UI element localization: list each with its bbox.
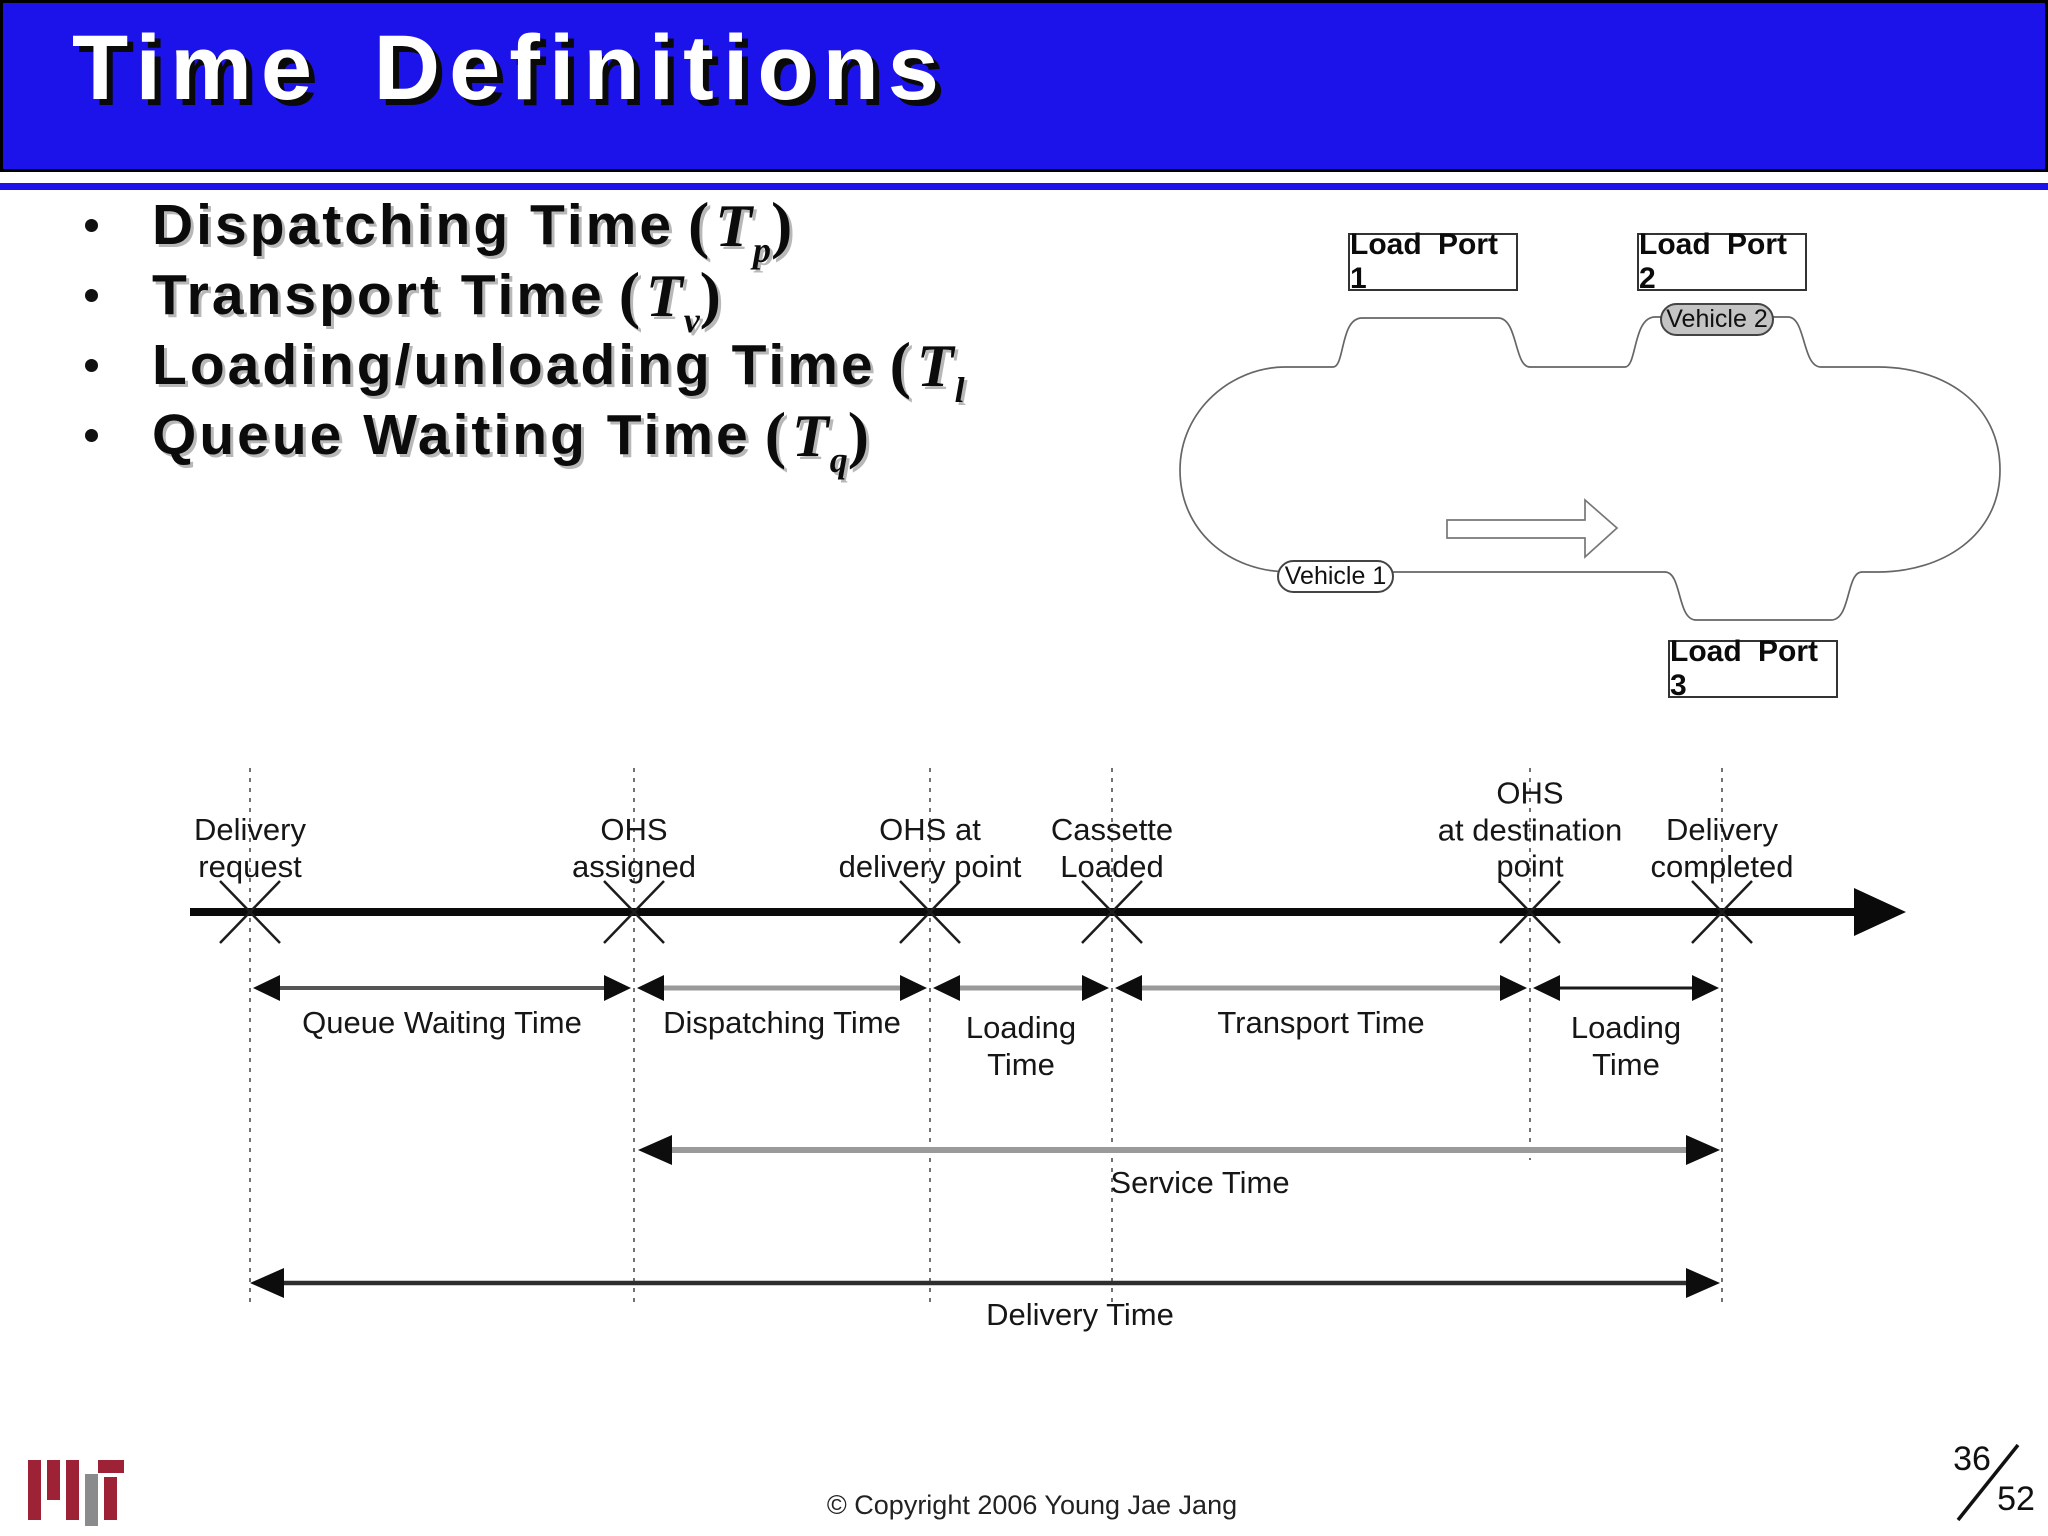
event-label-ohs-at-delivery-point: OHS at delivery point <box>838 811 1022 884</box>
mit-logo <box>28 1460 128 1530</box>
formula-tl: (Tl <box>889 328 965 410</box>
symbol-T: T <box>715 193 753 259</box>
bullet-item-loading-unloading-time: Loading/unloading Time (Tl <box>85 328 965 410</box>
paren-open: ( <box>889 329 911 400</box>
bullet-label: Queue Waiting Time <box>152 403 751 467</box>
bullet-item-queue-waiting-time: Queue Waiting Time (Tq) <box>85 398 965 480</box>
event-label-ohs-at-destination-point: OHS at destination point <box>1437 775 1623 884</box>
symbol-T: T <box>916 333 954 399</box>
vehicle-1-pill: Vehicle 1 <box>1277 560 1394 593</box>
timeline-diagram <box>190 768 1906 1305</box>
page-number-slash <box>1956 1443 2020 1522</box>
paren-open: ( <box>688 189 710 260</box>
load-port-3-box: Load Port 3 <box>1668 635 1838 702</box>
bullet-item-dispatching-time: Dispatching Time (Tp) <box>85 188 965 270</box>
event-label-delivery-request: Delivery request <box>194 811 306 884</box>
interval-label-dispatching-time: Dispatching Time <box>663 1005 901 1040</box>
vehicle-2-pill: Vehicle 2 <box>1660 303 1774 336</box>
formula-tv: (Tv) <box>618 258 721 340</box>
event-label-delivery-completed: Delivery completed <box>1650 811 1794 884</box>
symbol-T: T <box>646 263 683 329</box>
paren-open: ( <box>618 259 641 330</box>
event-label-ohs-assigned: OHS assigned <box>571 811 697 884</box>
page-title: Time Definitions <box>72 17 948 119</box>
subscript: l <box>954 370 965 410</box>
title-bar <box>0 0 2048 172</box>
bullet-icon <box>85 288 98 302</box>
interval-arrows <box>253 975 1719 1001</box>
bullet-icon <box>85 428 98 442</box>
ohs-track-outline <box>1179 316 2001 621</box>
title-underline <box>0 183 2048 190</box>
mit-logo-bar <box>104 1477 117 1520</box>
subscript: v <box>683 300 700 340</box>
flow-direction-arrow-icon <box>1446 498 1619 559</box>
mit-logo-bar <box>85 1474 98 1526</box>
formula-tp: (Tp) <box>688 188 793 270</box>
interval-label-queue-waiting-time: Queue Waiting Time <box>302 1005 582 1040</box>
load-port-1-box: Load Port 1 <box>1348 228 1518 295</box>
span-label-service-time: Service Time <box>1110 1165 1290 1200</box>
bullet-icon <box>85 218 98 232</box>
bullet-icon <box>85 358 98 372</box>
bullet-list: Dispatching Time (Tp) Transport Time (Tv… <box>85 188 965 480</box>
symbol-T: T <box>792 403 829 469</box>
formula-tq: (Tq) <box>764 398 870 480</box>
mit-logo-bar <box>28 1460 41 1520</box>
bullet-label: Transport Time <box>152 263 605 327</box>
event-x-marks <box>219 880 1753 944</box>
time-axis-arrowhead-icon <box>1854 888 1906 936</box>
interval-label-transport-time: Transport Time <box>1217 1005 1425 1040</box>
subscript: q <box>829 440 848 480</box>
paren-close: ) <box>847 399 870 470</box>
service-time-arrow <box>638 1135 1720 1165</box>
load-port-2-box: Load Port 2 <box>1637 228 1807 295</box>
paren-open: ( <box>764 399 787 470</box>
event-label-cassette-loaded: Cassette Loaded <box>1050 811 1174 884</box>
page-number-total: 52 <box>1997 1480 2035 1518</box>
page-number-current: 36 <box>1953 1440 1991 1478</box>
bullet-label: Dispatching Time <box>152 193 675 257</box>
paren-close: ) <box>771 189 793 260</box>
mit-logo-bar <box>66 1460 79 1520</box>
interval-label-loading-time-2: Loading Time <box>1570 1010 1682 1082</box>
span-label-delivery-time: Delivery Time <box>986 1297 1174 1332</box>
bullet-label: Loading/unloading Time <box>152 333 876 397</box>
delivery-time-arrow <box>250 1268 1720 1298</box>
ohs-track-diagram <box>1179 316 2001 621</box>
mit-logo-bar <box>98 1460 124 1473</box>
bullet-item-transport-time: Transport Time (Tv) <box>85 258 965 340</box>
mit-logo-bar <box>47 1460 60 1500</box>
paren-close: ) <box>699 259 721 330</box>
interval-label-loading-time-1: Loading Time <box>965 1010 1077 1082</box>
subscript: p <box>753 230 772 270</box>
copyright-text: © Copyright 2006 Young Jae Jang <box>826 1490 1238 1520</box>
